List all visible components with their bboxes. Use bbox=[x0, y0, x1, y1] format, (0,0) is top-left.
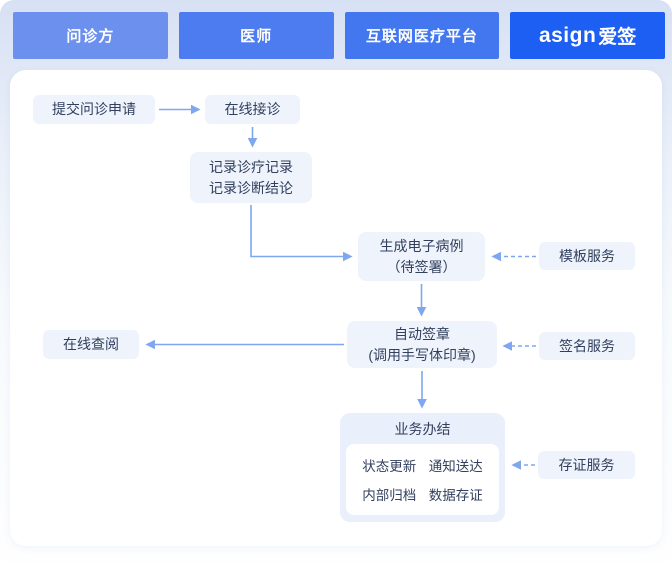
group-title: 业务办结 bbox=[394, 421, 451, 437]
lane-tab-platform: 互联网医疗平台 bbox=[344, 12, 500, 59]
brand-logo-tab: asign 爱签 bbox=[510, 12, 665, 59]
node-online-reception: 在线接诊 bbox=[205, 95, 300, 124]
subitem-status-update: 状态更新 bbox=[362, 458, 417, 474]
lane-tab-doctor: 医师 bbox=[178, 12, 334, 59]
node-online-review: 在线查阅 bbox=[43, 330, 139, 359]
subitem-notify-delivery: 通知送达 bbox=[428, 458, 483, 474]
node-label: 存证服务 bbox=[558, 456, 615, 473]
node-label-line1: 自动签章 bbox=[394, 326, 450, 343]
subitem-data-deposit: 数据存证 bbox=[428, 488, 483, 504]
subitem-internal-archive: 内部归档 bbox=[362, 488, 417, 504]
node-label: 提交问诊申请 bbox=[52, 101, 136, 118]
lane-tab-inquirer: 问诊方 bbox=[13, 12, 168, 59]
node-signature-service: 签名服务 bbox=[539, 332, 635, 360]
node-submit-request: 提交问诊申请 bbox=[33, 95, 155, 124]
node-label-line2: 记录诊断结论 bbox=[209, 179, 293, 196]
node-auto-sign: 自动签章 (调用手写体印章) bbox=[347, 321, 497, 368]
node-label-line2: (调用手写体印章) bbox=[368, 346, 476, 363]
lane-tab-label: 问诊方 bbox=[66, 28, 115, 45]
arrow-record-generate bbox=[250, 205, 353, 262]
node-label: 在线接诊 bbox=[224, 101, 281, 118]
group-subitems: 状态更新 通知送达 内部归档 数据存证 bbox=[346, 444, 499, 515]
flowchart-panel: 提交问诊申请 在线接诊 记录诊疗记录 记录诊断结论 生成电子病例 （待签署） 自… bbox=[10, 70, 662, 546]
swimlane-header: 问诊方 医师 互联网医疗平台 asign 爱签 bbox=[13, 12, 665, 59]
node-label: 模板服务 bbox=[559, 247, 615, 264]
brand-logo-latin: asign bbox=[538, 23, 597, 47]
node-record-diagnosis: 记录诊疗记录 记录诊断结论 bbox=[190, 152, 312, 203]
node-label: 在线查阅 bbox=[63, 336, 119, 353]
flow-arrows bbox=[145, 104, 536, 470]
node-business-completion: 业务办结 状态更新 通知送达 内部归档 数据存证 bbox=[340, 413, 505, 522]
lane-tab-label: 互联网医疗平台 bbox=[365, 28, 478, 45]
node-label-line2: （待签署） bbox=[386, 258, 457, 275]
node-label: 签名服务 bbox=[559, 337, 615, 354]
node-template-service: 模板服务 bbox=[539, 242, 635, 270]
node-label-line1: 记录诊疗记录 bbox=[209, 159, 293, 176]
brand-logo-cjk: 爱签 bbox=[598, 27, 637, 48]
node-generate-emr: 生成电子病例 （待签署） bbox=[358, 232, 485, 281]
node-storage-service: 存证服务 bbox=[538, 451, 635, 479]
lane-tab-label: 医师 bbox=[240, 28, 273, 45]
node-label-line1: 生成电子病例 bbox=[379, 238, 464, 255]
